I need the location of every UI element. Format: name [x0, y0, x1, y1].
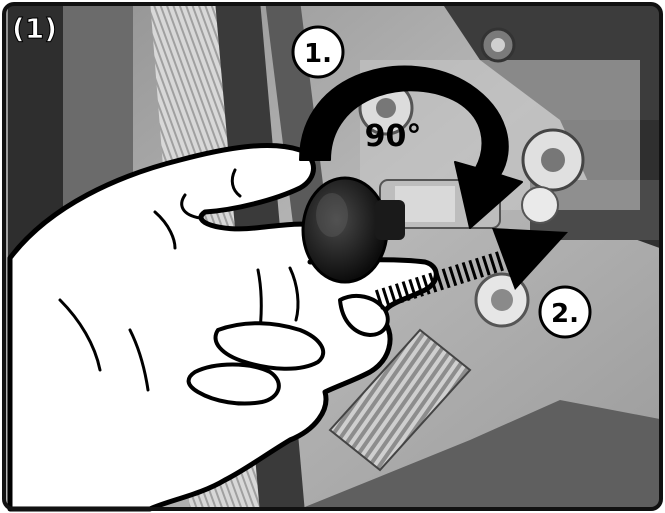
step-1-badge: 1.: [293, 27, 343, 77]
step-2-label: 2.: [551, 299, 579, 329]
step-2-badge: 2.: [540, 287, 590, 337]
step-1-label: 1.: [304, 39, 332, 69]
panel-label: (1): [12, 12, 57, 45]
rotation-angle-label: 90°: [365, 119, 422, 154]
